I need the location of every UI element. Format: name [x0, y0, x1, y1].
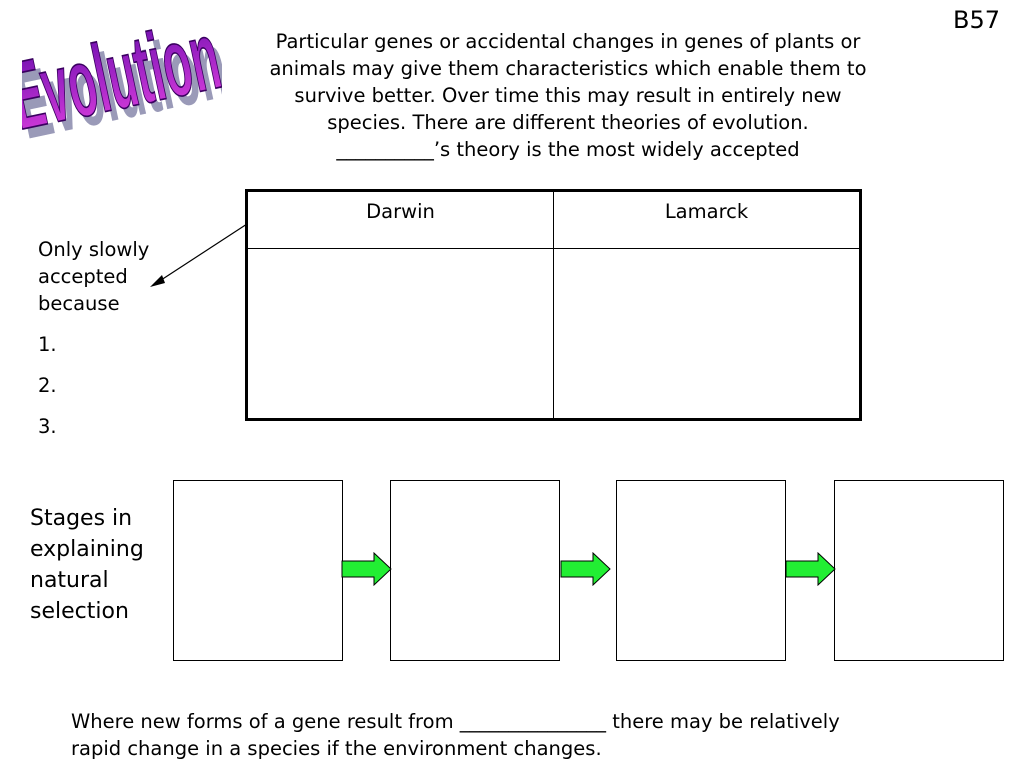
stage-box-4[interactable] — [834, 480, 1004, 661]
page-code: B57 — [952, 6, 1000, 34]
reason-item-3: 3. — [38, 415, 57, 438]
stage-box-1[interactable] — [173, 480, 343, 661]
intro-line: __________’s theory is the most widely a… — [336, 138, 800, 161]
header-lamarck: Lamarck — [553, 190, 861, 249]
stages-label-line: natural — [30, 568, 109, 593]
intro-line: animals may give them characteristics wh… — [269, 57, 867, 80]
intro-paragraph: Particular genes or accidental changes i… — [240, 28, 896, 163]
stages-label-line: selection — [30, 599, 129, 624]
cell-lamarck-answer[interactable] — [553, 248, 861, 420]
footer-line: rapid change in a species if the environ… — [71, 737, 602, 760]
header-darwin: Darwin — [246, 190, 554, 249]
evolution-title-wordart: Evolution Evolution — [22, 28, 222, 160]
stages-label-line: explaining — [30, 537, 144, 562]
footer-line: Where new forms of a gene result from __… — [71, 710, 840, 733]
intro-line: species. There are different theories of… — [327, 111, 809, 134]
cell-darwin-answer[interactable] — [246, 248, 554, 420]
reasons-block: Only slowly accepted because 1. 2. 3. — [38, 236, 168, 440]
intro-line: Particular genes or accidental changes i… — [275, 30, 861, 53]
reasons-line: accepted — [38, 265, 128, 288]
right-arrow-icon — [341, 552, 392, 586]
stage-box-3[interactable] — [616, 480, 786, 661]
reasons-line: Only slowly — [38, 238, 150, 261]
stages-label: Stages in explaining natural selection — [30, 503, 170, 627]
reason-item-2: 2. — [38, 374, 57, 397]
intro-line: survive better. Over time this may resul… — [294, 84, 842, 107]
right-arrow-icon — [785, 552, 836, 586]
right-arrow-icon — [560, 552, 611, 586]
stages-label-line: Stages in — [30, 506, 133, 531]
reasons-line: because — [38, 292, 120, 315]
stage-box-2[interactable] — [390, 480, 560, 661]
darwin-lamarck-table: Darwin Lamarck — [245, 189, 862, 421]
footer-paragraph: Where new forms of a gene result from __… — [71, 708, 991, 762]
pointer-arrow — [150, 223, 248, 287]
reason-item-1: 1. — [38, 333, 57, 356]
